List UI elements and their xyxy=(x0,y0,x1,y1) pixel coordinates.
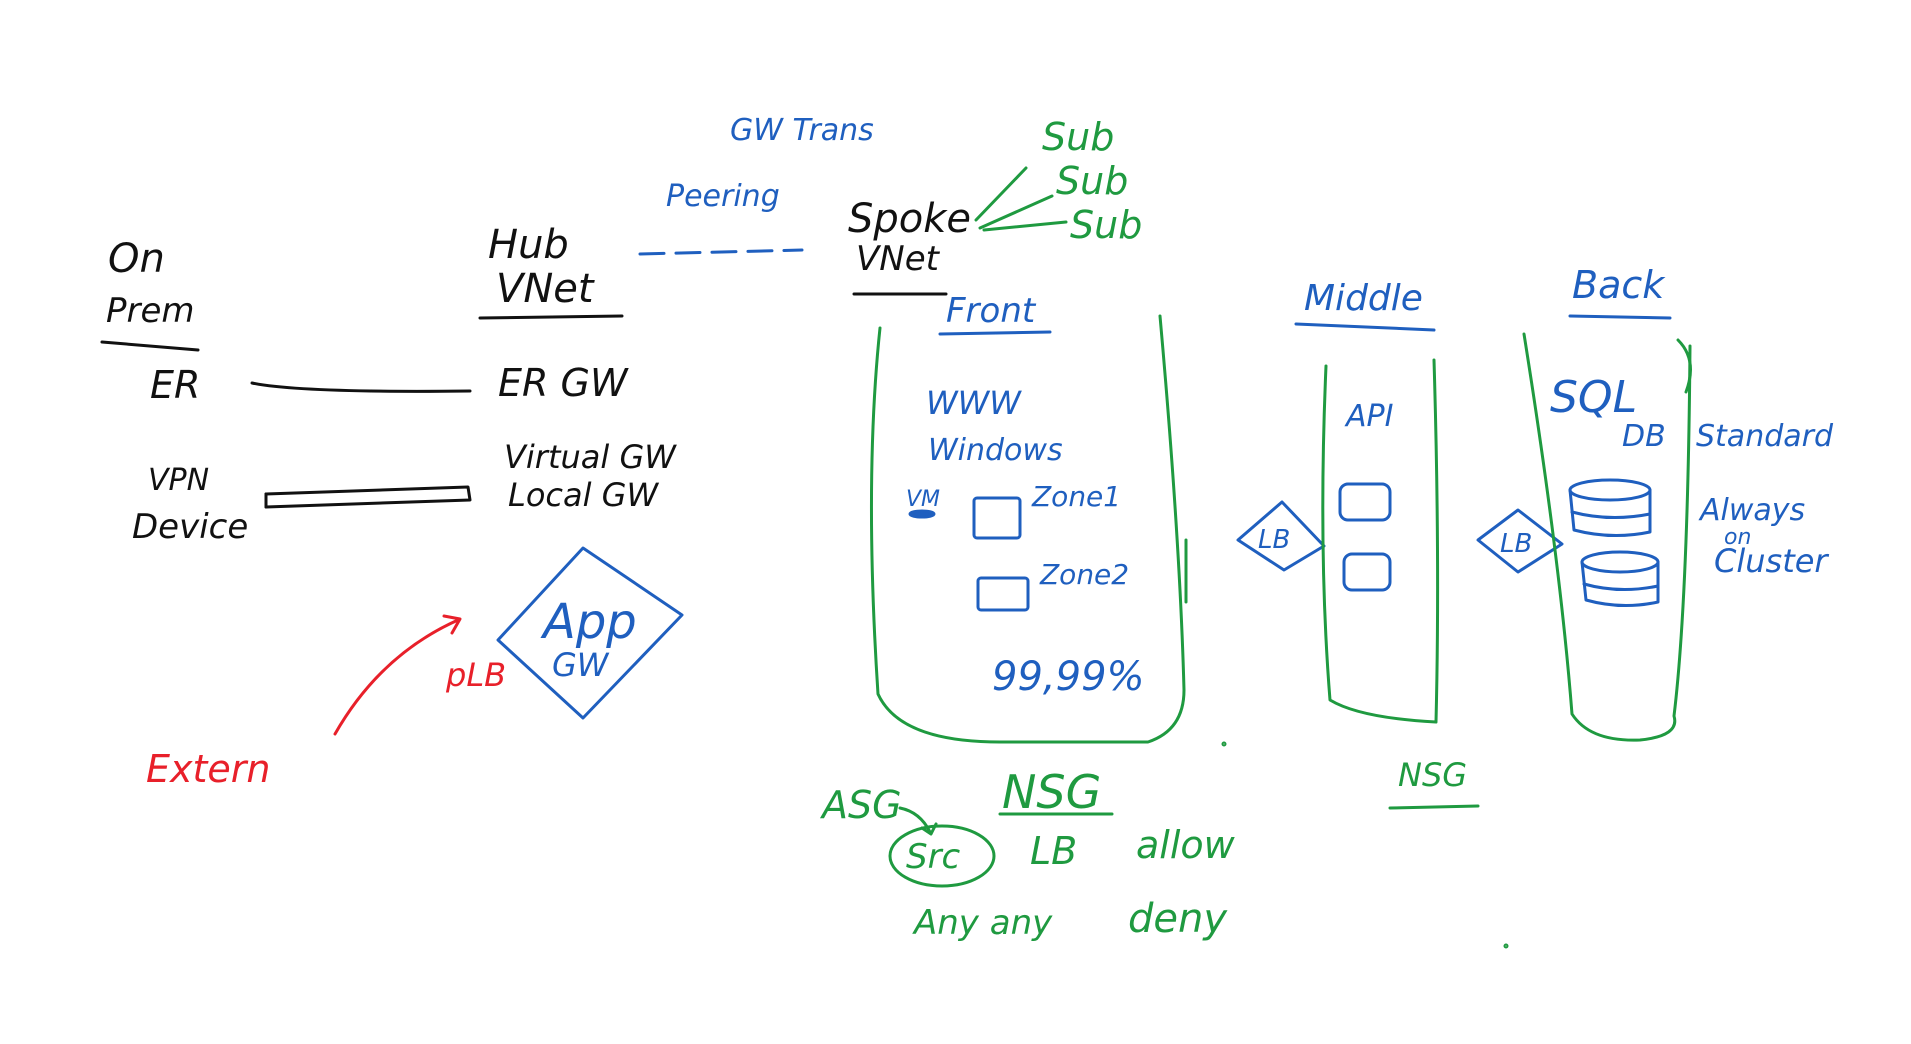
zone1-vm-icon xyxy=(972,496,1022,540)
onprem-device-label: Device xyxy=(132,507,248,547)
front-vm-label: VM xyxy=(906,487,940,512)
back-sql-label: SQL xyxy=(1550,372,1637,423)
peering-label: Peering xyxy=(666,179,780,214)
gw-transit-label: GW Trans xyxy=(730,113,874,148)
hub-underline xyxy=(478,314,624,320)
spoke-title-line2: VNet xyxy=(856,239,941,279)
back-underline xyxy=(1568,314,1672,320)
middle-subnet-container xyxy=(1321,358,1440,724)
vm-marker xyxy=(908,509,936,519)
extern-arrow xyxy=(333,618,460,736)
nsg-lb-label: LB xyxy=(1030,829,1077,873)
back-standard-label: Standard xyxy=(1696,419,1834,454)
onprem-title-line1: On xyxy=(108,236,165,282)
hub-title-line2: VNet xyxy=(496,266,595,312)
extern-traffic: pLB Extern xyxy=(146,614,506,791)
always-on-label-line3: Cluster xyxy=(1714,542,1829,580)
middle-underline xyxy=(1294,322,1436,332)
middle-tier: Middle API xyxy=(1294,278,1440,724)
middle-load-balancer: LB xyxy=(1236,500,1326,572)
app-gw-label-line2: GW xyxy=(552,646,610,684)
nsg-any-any-label: Any any xyxy=(912,903,1053,943)
src-circle xyxy=(888,824,996,888)
plb-label: pLB xyxy=(445,656,506,694)
front-sla-label: 99,99% xyxy=(992,654,1145,700)
nsg-front-group: ASG NSG Src LB allow Any any deny xyxy=(819,765,1236,943)
stray-dot-2 xyxy=(1503,943,1509,949)
back-lb-diamond xyxy=(1476,508,1564,574)
front-www-label: WWW xyxy=(926,384,1022,422)
zone1-label: Zone1 xyxy=(1031,480,1121,513)
onprem-group: On Prem ER VPN Device xyxy=(100,236,248,547)
subnet-label-3: Sub xyxy=(1070,203,1142,247)
hub-vnet-group: Hub VNet ER GW Virtual GW Local GW xyxy=(478,222,677,514)
subnet-line-1 xyxy=(974,166,1028,222)
app-gw-label-line1: App xyxy=(540,594,637,650)
hub-virtual-gw-label: Virtual GW xyxy=(504,438,677,476)
onprem-er-label: ER xyxy=(150,363,200,407)
back-load-balancer: LB xyxy=(1476,508,1564,574)
front-title: Front xyxy=(946,291,1037,331)
back-tier: Back SQL DB Standard Always on Cluster xyxy=(1522,263,1834,742)
extern-arrow-head xyxy=(442,614,462,635)
subnet-line-3 xyxy=(982,220,1068,232)
hub-title-line1: Hub xyxy=(488,222,569,268)
spoke-title-line1: Spoke xyxy=(848,196,971,242)
nsg-front-label: NSG xyxy=(1002,765,1101,819)
always-on-label-line1: Always xyxy=(1698,493,1805,528)
asg-arrow xyxy=(898,806,932,834)
app-gateway: App GW xyxy=(496,546,684,720)
subnet-label-2: Sub xyxy=(1056,159,1128,203)
onprem-vpn-label: VPN xyxy=(148,463,209,498)
nsg-middle-label: NSG xyxy=(1398,756,1467,794)
middle-lb-label: LB xyxy=(1258,525,1290,555)
app-gw-diamond xyxy=(496,546,684,720)
middle-api-label: API xyxy=(1344,399,1394,434)
nsg-middle-underline xyxy=(1388,804,1480,810)
peering-dashed-line xyxy=(638,248,804,256)
api-vm-icon-1 xyxy=(1338,482,1392,522)
er-connection-line xyxy=(250,381,472,393)
front-windows-label: Windows xyxy=(928,433,1063,468)
api-vm-icon-2 xyxy=(1342,552,1392,592)
back-lb-label: LB xyxy=(1500,529,1532,559)
subnet-line-2 xyxy=(978,194,1054,230)
onprem-title-line2: Prem xyxy=(106,291,195,331)
nsg-middle-group: NSG xyxy=(1388,756,1480,810)
always-on-label-line2: on xyxy=(1724,525,1751,550)
nsg-allow-label: allow xyxy=(1136,823,1236,867)
db-cylinder-1-icon xyxy=(1568,478,1652,538)
front-tier: Front WWW Windows VM Zone1 Zone2 99,99% xyxy=(869,291,1188,744)
stray-dot-1 xyxy=(1221,741,1227,747)
subnet-label-1: Sub xyxy=(1042,115,1114,159)
extern-label: Extern xyxy=(146,747,270,791)
back-subnet-container xyxy=(1522,332,1692,742)
front-underline xyxy=(938,330,1052,336)
onprem-underline xyxy=(100,340,200,352)
spoke-vnet-group: Spoke VNet Sub Sub Sub xyxy=(848,115,1142,296)
peering-group: GW Trans Peering xyxy=(638,113,874,256)
front-subnet-container xyxy=(869,314,1186,744)
zone2-vm-icon xyxy=(976,576,1030,612)
hub-local-gw-label: Local GW xyxy=(508,476,659,514)
vpn-tunnel xyxy=(264,485,472,509)
back-title: Back xyxy=(1572,263,1666,307)
zone2-label: Zone2 xyxy=(1039,558,1129,591)
middle-title: Middle xyxy=(1304,278,1423,319)
src-label: Src xyxy=(906,837,961,877)
hub-er-gw-label: ER GW xyxy=(498,361,629,405)
nsg-deny-label: deny xyxy=(1128,896,1228,942)
asg-label: ASG xyxy=(819,783,902,827)
back-db-label: DB xyxy=(1622,419,1666,454)
db-cylinder-2-icon xyxy=(1580,550,1660,608)
